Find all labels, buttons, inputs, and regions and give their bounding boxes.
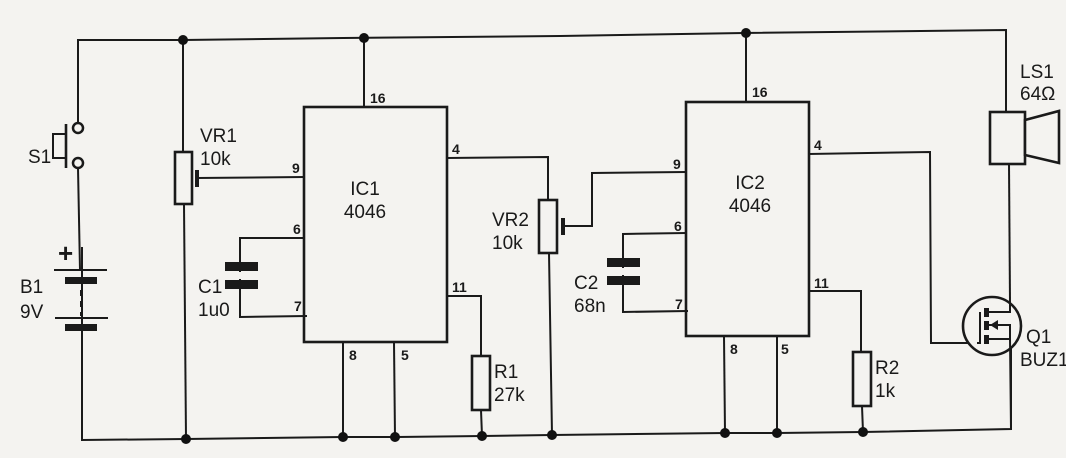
r1-value: 27k: [494, 385, 525, 406]
c1-value: 1u0: [198, 300, 230, 321]
ic2-value: 4046: [729, 196, 771, 217]
ic2-pin-6: 6: [674, 218, 682, 234]
battery-plus-sign: +: [58, 238, 73, 268]
junction-dots: [178, 28, 868, 444]
ic1-pin-9: 9: [292, 160, 300, 176]
r1-label: R1: [494, 362, 518, 383]
ground-rail: [81, 247, 1012, 442]
battery-b1: + B1 9V: [20, 238, 108, 441]
ic2-pin-7: 7: [675, 296, 683, 312]
vr2-label: VR2: [492, 210, 529, 231]
speaker-cone-icon: [1023, 109, 1061, 165]
ic2-pin-9: 9: [673, 156, 681, 172]
c2-value: 68n: [574, 296, 606, 317]
ic1-value: 4046: [344, 202, 386, 223]
b1-label: B1: [20, 277, 43, 298]
resistor-r1: R1 27k: [470, 354, 525, 438]
ic2-pin-4: 4: [814, 137, 822, 153]
speaker-ls1: LS1 64Ω: [988, 62, 1061, 305]
switch-contact-top: [71, 121, 85, 135]
switch-s1: S1: [28, 39, 85, 272]
c2-label: C2: [574, 273, 598, 294]
q1-label: Q1: [1026, 327, 1051, 348]
ic1-pin-16: 16: [370, 90, 386, 106]
ic1-label: IC1: [350, 179, 380, 200]
ic1-4046: 16 9 6 7 4 11 8 5 IC1 4046: [292, 37, 467, 363]
mosfet-q1: Q1 BUZ1: [961, 295, 1066, 431]
mosfet-arrow-icon: [990, 320, 998, 330]
capacitor-c1: C1 1u0: [198, 262, 258, 321]
c1-label: C1: [198, 277, 222, 298]
vr1-value: 10k: [200, 149, 231, 170]
resistor-r2: R2 1k: [851, 350, 899, 434]
junction-dot: [477, 431, 487, 441]
switch-contact-bottom: [71, 156, 85, 170]
positive-rail: [77, 28, 1007, 127]
ic1-pin-7: 7: [294, 298, 302, 314]
junction-dot: [178, 35, 188, 45]
junction-dot: [359, 33, 369, 43]
potentiometer-vr1: VR1 10k: [173, 39, 306, 441]
potentiometer-vr2: VR2 10k: [492, 170, 688, 437]
vr2-value: 10k: [492, 233, 523, 254]
vr1-label: VR1: [200, 126, 237, 147]
ic2-pin-5: 5: [781, 341, 789, 357]
ic2-body: [684, 100, 811, 338]
r2-value: 1k: [875, 381, 896, 402]
ic1-pin-6: 6: [293, 221, 301, 237]
ic2-pin-16: 16: [752, 84, 768, 100]
ic1-pin-4: 4: [452, 141, 460, 157]
junction-dot: [720, 428, 730, 438]
q1-value: BUZ1: [1020, 350, 1066, 371]
ic1-pin-11: 11: [452, 279, 467, 295]
ls1-value: 64Ω: [1020, 84, 1055, 105]
junction-dot: [741, 28, 751, 38]
r2-label: R2: [875, 358, 899, 379]
junction-dot: [390, 432, 400, 442]
junction-dot: [338, 432, 348, 442]
junction-dot: [181, 434, 191, 444]
capacitor-c2: C2 68n: [574, 258, 640, 317]
ic2-label: IC2: [735, 173, 765, 194]
ic1-body: [302, 105, 449, 344]
ic2-4046: 16 9 6 7 4 11 8 5 IC2 4046: [673, 32, 829, 357]
ic1-pin-8: 8: [349, 347, 357, 363]
ic2-pin-11: 11: [814, 275, 829, 291]
junction-dot: [858, 427, 868, 437]
s1-label: S1: [28, 147, 51, 168]
ic2-pin-8: 8: [730, 341, 738, 357]
junction-dot: [547, 430, 557, 440]
junction-dot: [772, 428, 782, 438]
ic1-pin-5: 5: [401, 347, 409, 363]
ls1-label: LS1: [1020, 62, 1054, 83]
b1-value: 9V: [20, 302, 44, 323]
